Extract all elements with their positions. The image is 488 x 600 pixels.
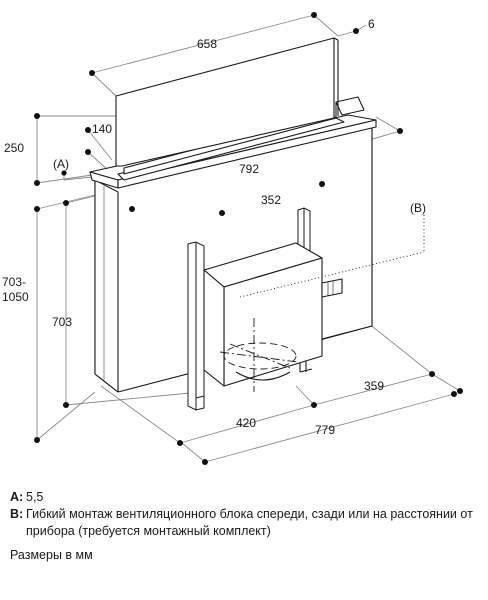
label-658: 658 (197, 37, 217, 51)
label-marker-a: (A) (53, 157, 69, 171)
label-703-1050-line: 703- (2, 275, 26, 289)
note-b-text: Гибкий монтаж вентиляционного блока спер… (26, 507, 473, 538)
label-703-1050-line: 1050 (2, 290, 29, 304)
construction-lines (219, 215, 425, 392)
label-792: 792 (239, 162, 259, 176)
note-a: A: 5,5 (10, 489, 480, 506)
label-6: 6 (368, 17, 375, 31)
fan-unit (195, 242, 343, 399)
label-703-1050: 703-1050 (2, 275, 29, 304)
dimension-points (34, 12, 463, 465)
label-779: 779 (315, 423, 335, 437)
note-b-key: B: (10, 507, 24, 521)
units-note: Размеры в мм (10, 548, 93, 562)
note-a-text: 5,5 (26, 490, 44, 504)
note-a-key: A: (10, 490, 24, 504)
label-359: 359 (364, 379, 384, 393)
label-703: 703 (52, 315, 72, 329)
dimension-labels: 658 6 250 140 (A) 792 352 (B) 703-1050 7… (2, 17, 426, 437)
label-250: 250 (4, 141, 24, 155)
label-420: 420 (236, 416, 256, 430)
countertop-unit (89, 37, 377, 393)
footnotes: A: 5,5 B: Гибкий монтаж вентиляционного … (10, 489, 480, 540)
label-140: 140 (92, 122, 112, 136)
note-b: B: Гибкий монтаж вентиляционного блока с… (10, 506, 480, 540)
installation-dimension-diagram: 658 6 250 140 (A) 792 352 (B) 703-1050 7… (2, 12, 463, 465)
label-marker-b: (B) (410, 201, 426, 215)
label-352: 352 (261, 193, 281, 207)
